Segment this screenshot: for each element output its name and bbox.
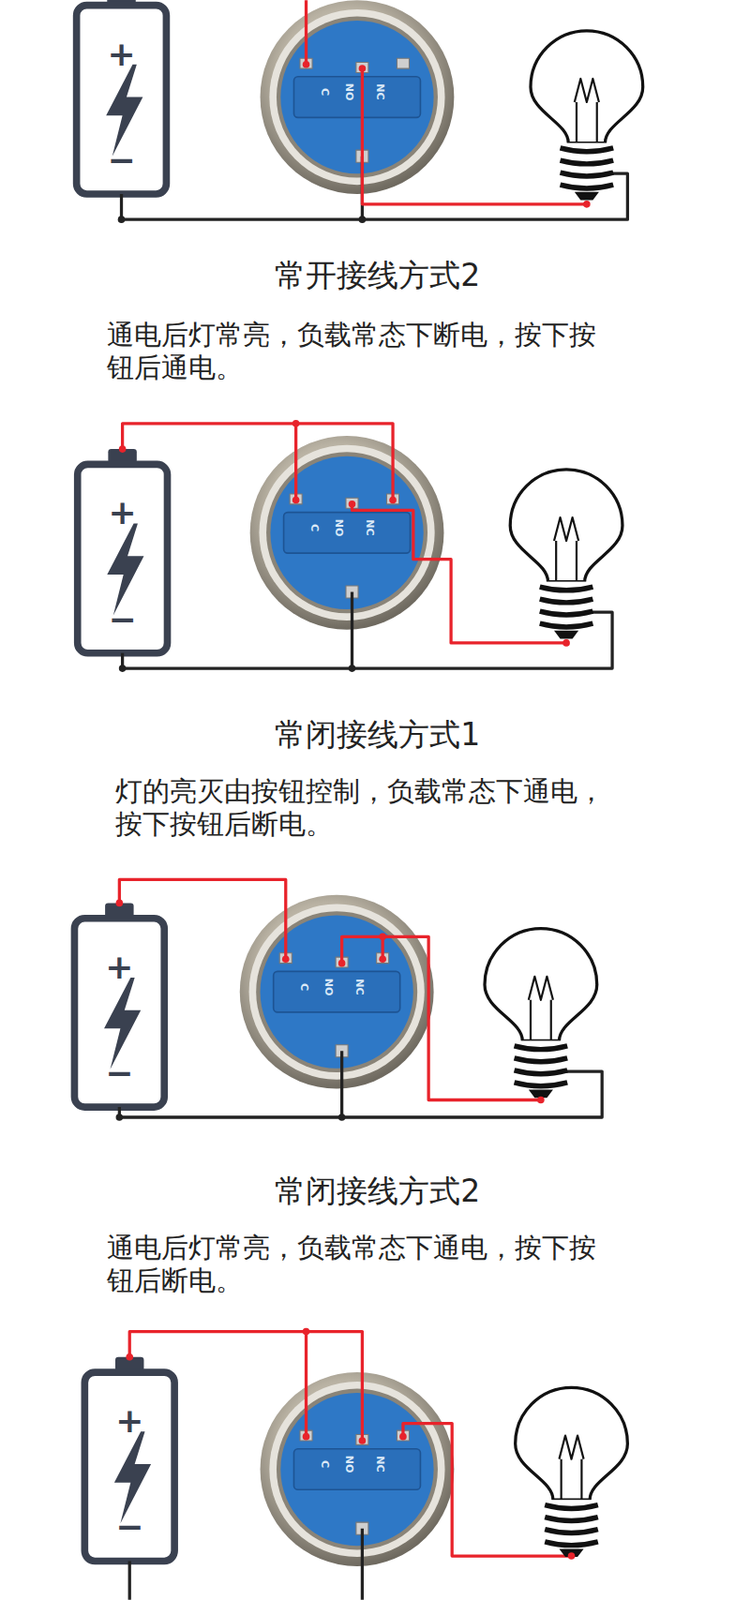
battery-plus: + <box>108 495 137 530</box>
battery-plus: + <box>115 1404 144 1439</box>
terminal-label: NO <box>323 977 334 996</box>
terminal-label: C <box>309 524 320 532</box>
wiring-description: 灯的亮灭由按钮控制，负载常态下通电，按下按钮后断电。 <box>115 775 613 841</box>
battery-minus: − <box>115 1510 144 1545</box>
wiring-heading: 常开接线方式2 <box>274 256 480 295</box>
wiring-description: 通电后灯常亮，负载常态下断电，按下按钮后通电。 <box>106 318 604 385</box>
terminal-label: C <box>319 1460 330 1469</box>
terminal-label: NO <box>344 1455 355 1474</box>
terminal-label: NC <box>354 978 365 995</box>
terminal-label: C <box>319 88 330 96</box>
terminal-label: NO <box>344 83 355 102</box>
terminal-label: NC <box>374 1455 385 1472</box>
terminal-label: C <box>299 982 310 990</box>
terminal-label: NO <box>333 518 345 537</box>
battery-minus: − <box>105 1056 134 1091</box>
battery-minus: − <box>106 143 135 178</box>
battery-plus: + <box>105 950 134 985</box>
terminal-label: NC <box>364 519 375 536</box>
wiring-description: 通电后灯常亮，负载常态下通电，按下按钮后断电。 <box>106 1231 604 1298</box>
wiring-heading: 常闭接线方式2 <box>274 1172 480 1211</box>
battery-plus: + <box>106 37 135 72</box>
terminal-label: NC <box>374 83 385 100</box>
battery-minus: − <box>108 602 137 637</box>
wiring-heading: 常闭接线方式1 <box>274 716 480 754</box>
